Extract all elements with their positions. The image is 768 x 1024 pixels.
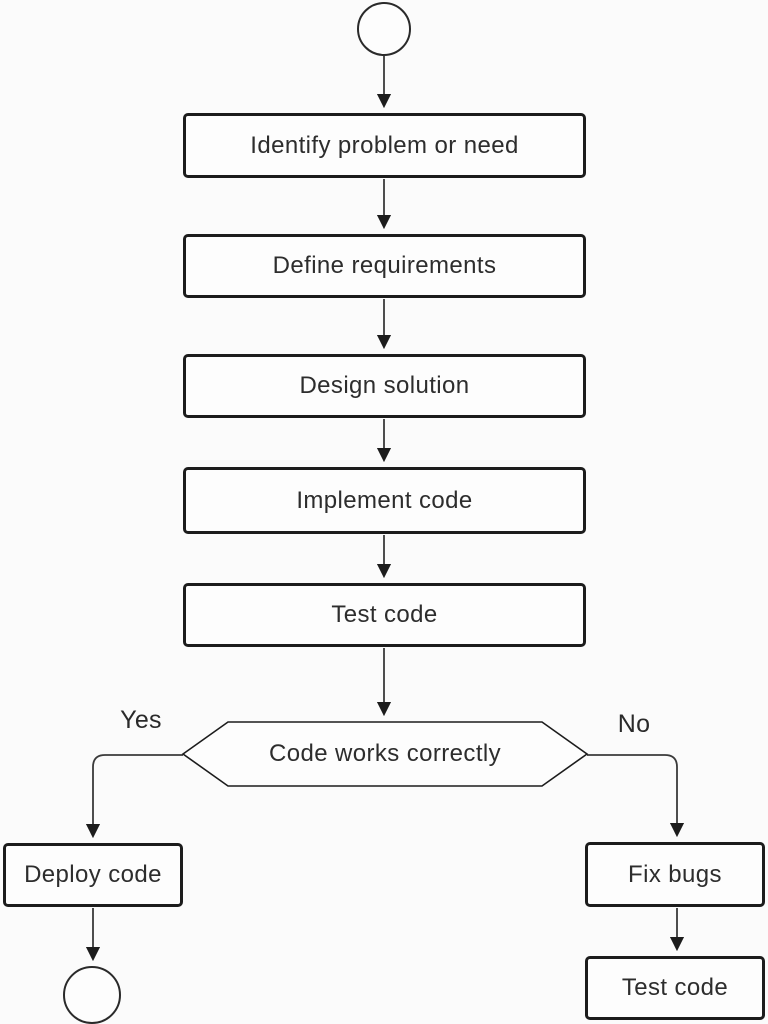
node-label: Implement code — [296, 486, 473, 514]
process-node-retest-code: Test code — [585, 956, 765, 1020]
connector-yes-branch — [85, 754, 183, 839]
node-label: Identify problem or need — [250, 131, 519, 159]
node-label: Test code — [331, 601, 438, 628]
node-label: Define requirements — [272, 252, 497, 279]
decision-node-code-works: Code works correctly — [181, 721, 589, 787]
node-label: Deploy code — [24, 861, 162, 888]
decision-label: Code works correctly — [268, 740, 502, 767]
process-node-design-solution: Design solution — [183, 354, 586, 418]
branch-label-no: No — [617, 710, 651, 738]
process-node-identify-problem: Identify problem or need — [183, 113, 586, 178]
hexagon-shape — [181, 721, 589, 787]
end-node — [63, 966, 121, 1024]
branch-label-yes: Yes — [120, 706, 162, 734]
process-node-implement-code: Implement code — [183, 467, 586, 534]
process-node-deploy-code: Deploy code — [3, 843, 183, 907]
connector-no-branch — [587, 754, 685, 838]
start-node — [357, 2, 411, 56]
process-node-define-requirements: Define requirements — [183, 234, 586, 298]
node-label: Test code — [621, 974, 729, 1001]
process-node-fix-bugs: Fix bugs — [585, 842, 765, 907]
node-label: Fix bugs — [628, 860, 722, 888]
process-node-test-code: Test code — [183, 583, 586, 647]
node-label: Design solution — [299, 372, 470, 399]
